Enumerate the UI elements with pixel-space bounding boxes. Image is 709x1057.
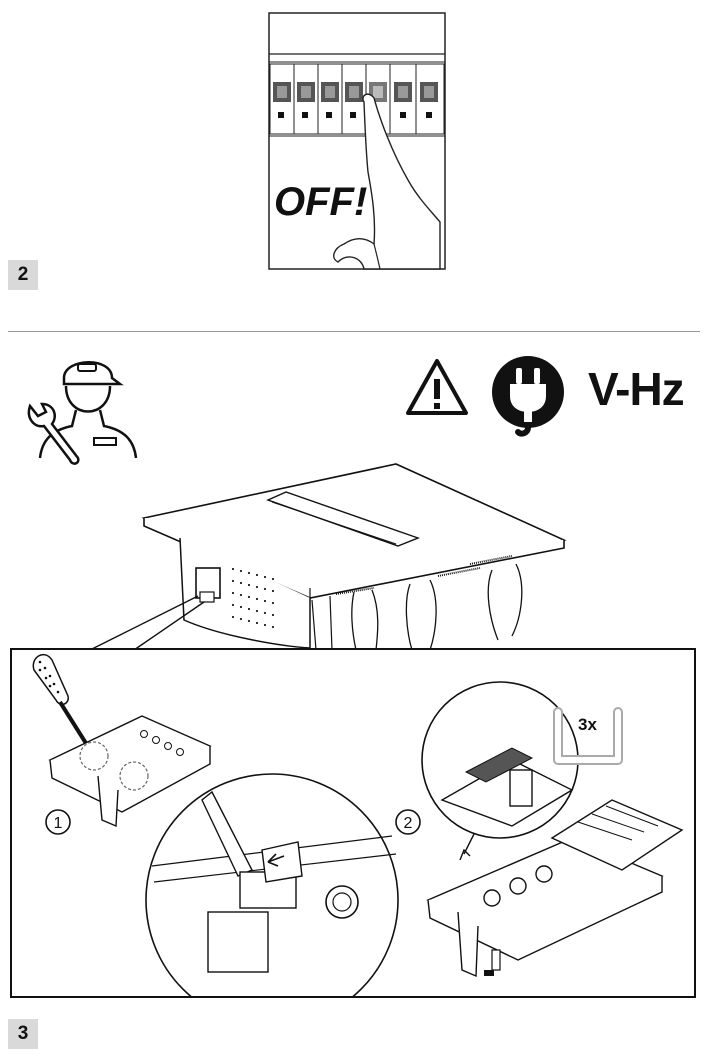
detail-box: 1 2 3x [10, 648, 696, 1027]
terminal-block-1 [48, 715, 212, 828]
breaker-panel-drawing: OFF! [268, 12, 446, 270]
hob-drawing [140, 460, 570, 651]
power-plug-icon [484, 350, 572, 438]
warning-triangle-icon [404, 355, 470, 421]
sub-step-2-number: 2 [404, 815, 413, 832]
voltage-frequency-label: V-Hz [588, 363, 685, 415]
terminal-block-2 [426, 799, 684, 978]
step-2-badge: 2 [8, 260, 38, 290]
section-divider [8, 331, 700, 332]
screwdriver-drawing [32, 653, 96, 758]
u-bracket-icon [553, 707, 623, 765]
bracket-count-label: 3x [578, 715, 597, 734]
off-label: OFF! [274, 180, 367, 224]
step-2-illustration: OFF! [268, 12, 446, 270]
zoom-detail-1 [145, 773, 399, 1027]
breaker-row [269, 63, 445, 135]
technician-icon [24, 348, 144, 468]
sub-step-2-marker [395, 809, 421, 835]
callout-lines [89, 595, 205, 651]
sub-step-1-marker [45, 809, 71, 835]
pointing-hand [333, 93, 441, 270]
sub-step-1-number: 1 [54, 815, 63, 832]
step-3-badge: 3 [8, 1019, 38, 1049]
zoom-detail-2 [421, 681, 579, 861]
